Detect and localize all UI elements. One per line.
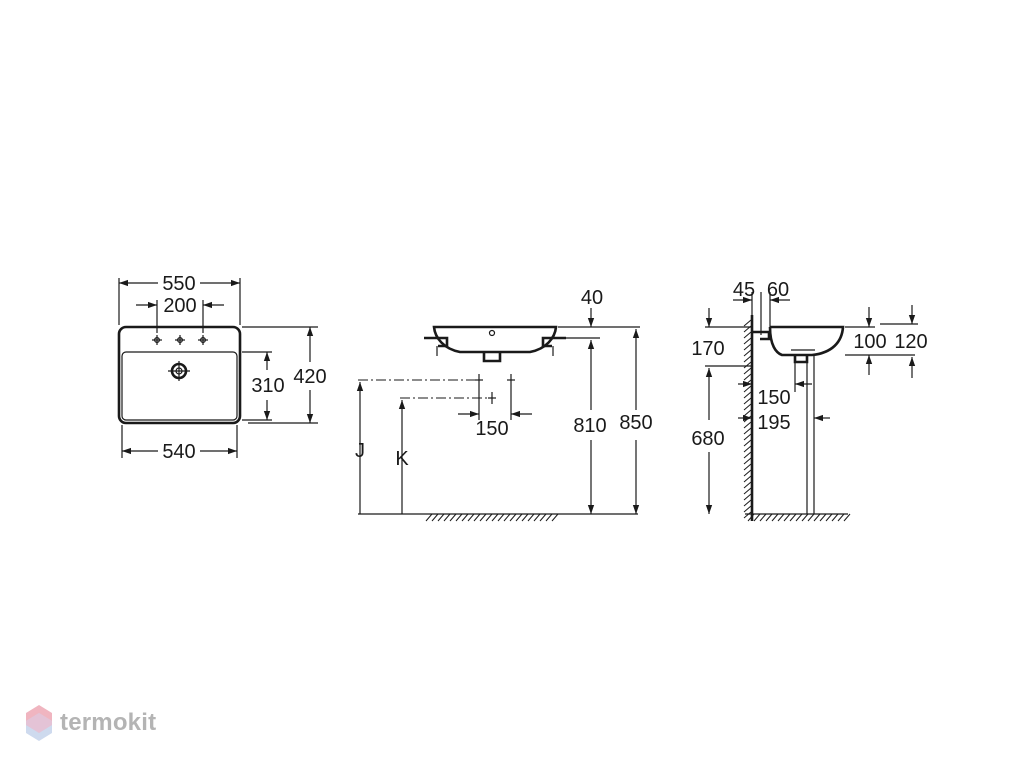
floor-hatch <box>425 513 559 522</box>
dim-100: 100 <box>853 331 886 353</box>
dim-60: 60 <box>767 279 789 301</box>
brand-logo: termokit <box>24 703 156 743</box>
basin-profile <box>432 325 558 354</box>
tap-hole-icon <box>152 335 162 345</box>
dim-310: 310 <box>251 375 284 397</box>
basin-outline <box>117 325 242 425</box>
floor-hatch <box>747 513 851 522</box>
brand-name: termokit <box>60 709 157 736</box>
outlet-point-icon <box>475 374 483 386</box>
drain-icon <box>168 361 190 381</box>
dim-550: 550 <box>162 273 195 295</box>
dim-680: 680 <box>691 428 724 450</box>
tap-hole-icon <box>175 335 185 345</box>
wall-hatch <box>743 319 752 519</box>
dim-200: 200 <box>163 295 196 317</box>
dim-540: 540 <box>162 441 195 463</box>
dim-45: 45 <box>733 279 755 301</box>
outlet-point-icon <box>507 374 515 386</box>
dim-40: 40 <box>581 287 603 309</box>
dim-170: 170 <box>691 338 724 360</box>
dim-810: 810 <box>573 415 606 437</box>
top-view: 550 200 540 310 420 <box>117 273 327 463</box>
dim-150-front: 150 <box>475 418 508 440</box>
overflow-hole-icon <box>488 329 496 337</box>
tap-hole-icon <box>198 335 208 345</box>
dim-850: 850 <box>619 412 652 434</box>
dim-150-side: 150 <box>757 387 790 409</box>
basin-side-profile <box>768 325 845 357</box>
label-j: J <box>355 440 365 462</box>
side-view: 45 60 170 680 150 195 100 120 <box>691 279 928 522</box>
front-view: 150 J K 40 810 850 <box>355 287 653 522</box>
dim-195: 195 <box>757 412 790 434</box>
termokit-hexagon-icon <box>26 705 52 741</box>
bowl-outline <box>121 351 238 421</box>
dim-420: 420 <box>293 366 326 388</box>
label-k: K <box>395 448 409 470</box>
outlet-point-icon <box>488 392 496 404</box>
dim-120: 120 <box>894 331 927 353</box>
